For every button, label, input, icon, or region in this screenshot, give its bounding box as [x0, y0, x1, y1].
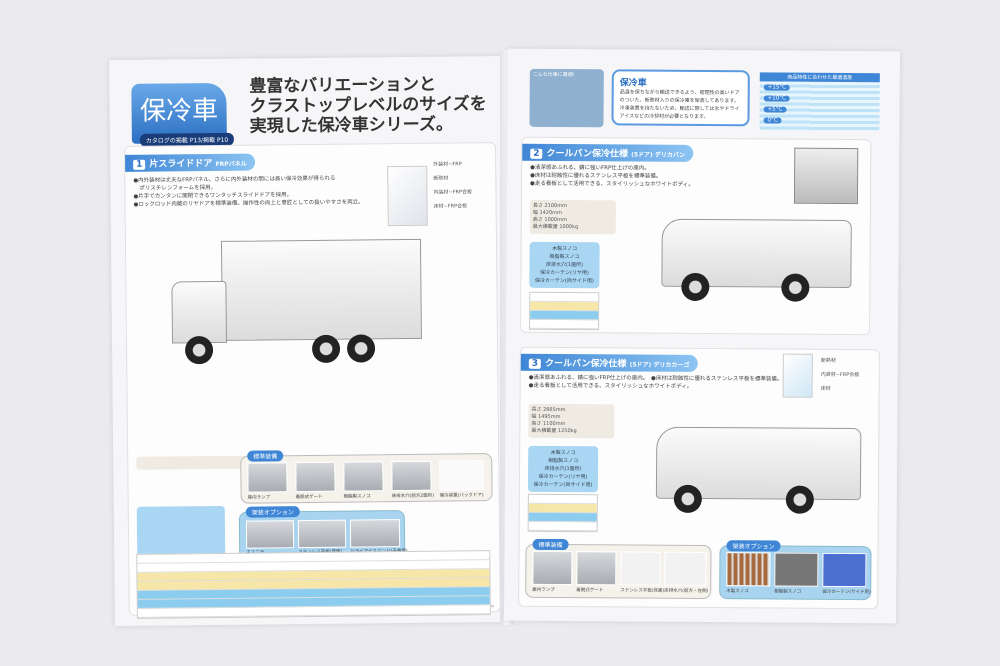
spec-table	[527, 493, 598, 533]
right-page: こんな仕事に最適! 保冷車 品温を保ちながら輸送できるよう、密閉性の高いドアのつ…	[504, 48, 900, 624]
feature-bullets: ●清潔感あふれる、錆に強いFRP仕上げの庫内。 ●床材は耐蝕性に優れるステンレス…	[529, 374, 783, 392]
section-subtitle: (5ドア) デリカバン	[631, 151, 686, 159]
headline-line: 豊富なバリエーションと	[249, 74, 437, 97]
strip-title: 標準装備	[247, 450, 284, 462]
diagram-label: 内装材−FRP合板	[433, 189, 473, 196]
section-subtitle: (5ドア) デリカカーゴ	[629, 361, 690, 369]
section-number: 3	[528, 358, 542, 369]
info-title: 保冷車	[619, 78, 647, 89]
insulation-diagram	[387, 165, 428, 227]
bullet: ●ロックロッド内蔵のリヤドアを標準装備。操作性の向上と意匠としての扱いやすさを両…	[133, 199, 364, 208]
info-box: 保冷車 品温を保ちながら輸送できるよう、密閉性の高いドアのついた、断熱材入りの保…	[611, 69, 750, 127]
diagram-label: 外装材−FRP	[433, 161, 462, 168]
spec-table	[136, 550, 491, 619]
cargo-interior-photo	[793, 147, 859, 205]
truck-photo	[166, 238, 428, 392]
info-text: 品温を保ちながら輸送できるよう、密閉性の高いドアのついた、断熱材入りの保冷庫を架…	[619, 89, 740, 121]
caption: 樹脂製スノコ	[774, 589, 802, 595]
section-title-text: クールバン保冷仕様	[545, 358, 627, 370]
headline-line: クラストップレベルのサイズを	[249, 94, 487, 117]
section-title-text: クールバン保冷仕様	[546, 148, 629, 160]
temperature-chart: 商品特性に合わせた最適温度 +15°C +10°C +5°C 0°C	[759, 72, 880, 132]
headline: 豊富なバリエーションと クラストップレベルのサイズを 実現した保冷車シリーズ。	[249, 74, 487, 137]
caption: 木製スノコ	[726, 589, 749, 595]
temp-level: +5°C	[763, 106, 787, 113]
temp-level: +10°C	[763, 95, 790, 102]
caption: 庫内ランプ	[247, 495, 271, 501]
body-options: 架装オプション 木製スノコ 樹脂製スノコ 保冷カーテン(サイド用)	[719, 540, 872, 601]
diagram-label: 断熱材	[820, 357, 836, 364]
caption: 庫内ランプ	[532, 587, 555, 593]
caption: 保冷カーテン(サイド用)	[822, 589, 871, 596]
dim: 最大積載量 1000kg	[532, 223, 579, 231]
diagram-label: 床材	[820, 385, 831, 392]
caption: 樹脂製スノコ	[343, 494, 371, 500]
diagram-label: 断熱材	[433, 175, 449, 182]
diagram-label: 床材−FRP合板	[433, 203, 468, 210]
section-title-text: 片スライドドア	[149, 159, 213, 170]
standard-equipment: 標準装備 庫内ランプ 着脱式ゲート 樹脂製スノコ 床排水穴(前方2箇所) 保冷装…	[240, 450, 493, 504]
diagram-label: 内装材−FRP合板	[820, 371, 860, 379]
headline-line: 実現した保冷車シリーズ。	[249, 114, 454, 137]
standard-equipment: 標準装備 庫内ランプ 着脱式ゲート ステンレス平板(床面) 床排水穴(前方・左側…	[525, 538, 712, 600]
spec-table	[529, 291, 600, 331]
options-list: 木製スノコ樹脂製スノコ床排水穴(1箇所)保冷カーテン(リヤ用)保冷カーテン(両サ…	[527, 445, 599, 493]
insulation-diagram	[782, 353, 813, 398]
bullet: ●走る看板として活用できる、スタイリッシュなホワイトボディ。	[530, 180, 694, 188]
section-number: 2	[530, 148, 543, 159]
temp-title: 商品特性に合わせた最適温度	[759, 72, 880, 83]
caption: ステンレス平板(床面)	[620, 588, 665, 594]
section-subtitle: FRPパネル	[215, 160, 247, 168]
temp-level: 0°C	[763, 117, 782, 124]
caption: 床排水穴(前方2箇所)	[391, 493, 435, 500]
strip-title: 架装オプション	[726, 540, 781, 552]
section-number: 1	[133, 159, 146, 170]
cargo-van-photo	[638, 419, 869, 531]
feature-bullets: ●内外装材は丈夫なFRPパネル、さらに内外装材の間には高い保冷効果が得られる ポ…	[133, 174, 393, 209]
strip-title: 標準装備	[532, 538, 569, 551]
jobs-title: こんな仕事に最適!	[532, 71, 575, 79]
caption: 床排水穴(前方・左側)	[664, 588, 709, 595]
suitable-jobs-panel: こんな仕事に最適!	[529, 68, 604, 128]
caption: 着脱式ゲート	[295, 494, 323, 501]
left-page: 保冷車 カタログの掲載 P13/掲載 P10 豊富なバリエーションと クラストッ…	[109, 55, 511, 627]
options-list: 木製スノコ樹脂製スノコ床排水穴(1箇所)保冷カーテン(リヤ用)保冷カーテン(両サ…	[529, 241, 600, 289]
option: 保冷カーテン(両サイド用)	[534, 277, 594, 285]
dim: 最大積載量 1250kg	[531, 427, 577, 435]
dimensions-table	[136, 455, 247, 470]
option: 保冷カーテン(両サイド用)	[533, 481, 593, 489]
strip-title: 架装オプション	[245, 506, 300, 518]
van-photo	[641, 209, 862, 321]
temp-level: +15°C	[763, 84, 790, 91]
caption: 着脱式ゲート	[576, 588, 604, 594]
caption: 保冷装置(バックドア)	[439, 493, 484, 499]
feature-bullets: ●清潔感あふれる、錆に強いFRP仕上げの庫内。 ●床材は耐蝕性に優れるステンレス…	[530, 164, 694, 189]
diagram-labels: 外装材−FRP 断熱材 内装材−FRP合板 床材−FRP合板	[433, 161, 472, 210]
diagram-labels: 断熱材 内装材−FRP合板 床材	[821, 358, 860, 393]
